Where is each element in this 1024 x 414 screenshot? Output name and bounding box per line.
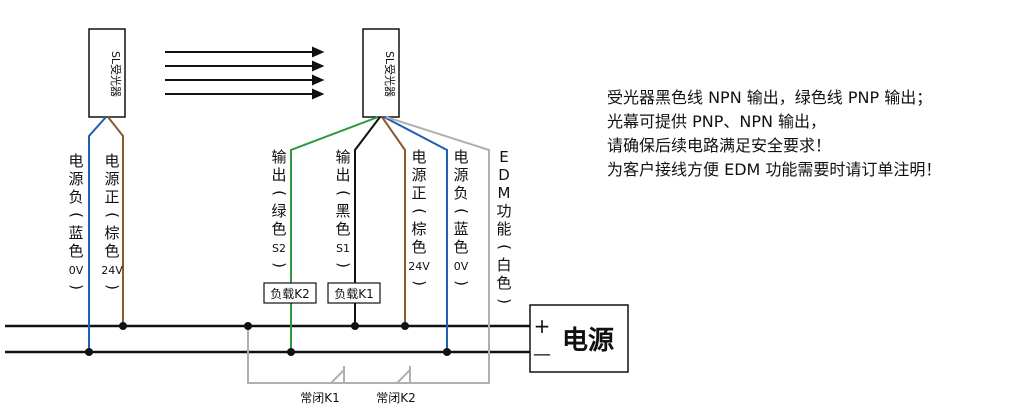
- wire-label-color: 色: [496, 274, 511, 292]
- wire-label-main: 电: [68, 152, 83, 170]
- wire-label-main: 源: [453, 166, 468, 184]
- wire-label-main: 源: [104, 170, 119, 188]
- wire-label-main: 电: [411, 148, 426, 166]
- wire-label-color: 蓝: [453, 220, 468, 238]
- wire-label-voltage: 0V: [454, 260, 469, 273]
- wire-label-paren: ): [271, 262, 289, 268]
- wire-label-main: 源: [68, 170, 83, 188]
- load-k1: 负载K1: [327, 282, 381, 304]
- contact-k1-label: 常闭K1: [300, 391, 340, 405]
- wire-right-blue: [383, 116, 448, 352]
- wire-label-color: 棕: [104, 224, 119, 242]
- wire-label-main: 出: [335, 166, 350, 184]
- nc-contact-k2: [396, 366, 411, 384]
- nc-contact-k1: [330, 366, 345, 384]
- receiver-right: SL受光器: [362, 28, 400, 118]
- wire-label-main: 输: [335, 148, 350, 166]
- wire-label-main: 负: [68, 188, 83, 206]
- power-minus: —: [533, 344, 551, 365]
- wire-label-voltage: 0V: [69, 264, 84, 277]
- note-line-4: 为客户接线方便 EDM 功能需要时请订单注明！: [607, 160, 941, 179]
- wire-label-color: 棕: [411, 220, 426, 238]
- wire-label-main: 能: [496, 220, 511, 238]
- junction-dots: [85, 322, 451, 356]
- wire-label-main: D: [498, 166, 510, 184]
- load-k2-label: 负载K2: [270, 287, 310, 301]
- wire-label-paren: (: [104, 212, 122, 218]
- wire-label-main: 负: [453, 184, 468, 202]
- label-left-pos: 电源正 ( 棕色 24V): [101, 152, 123, 290]
- wire-label-paren: (: [271, 190, 289, 196]
- wire-label-main: E: [499, 148, 508, 166]
- wire-label-main: 电: [453, 148, 468, 166]
- wire-right-brown: [381, 116, 406, 326]
- wire-edm-white: [247, 116, 490, 384]
- wire-label-main: 输: [271, 148, 286, 166]
- wire-label-color: 绿: [271, 202, 286, 220]
- light-arrows: [165, 46, 325, 100]
- power-plus: +: [534, 314, 551, 338]
- label-right-black: 输出 ( 黑色 S1): [335, 148, 353, 268]
- wire-label-paren: (: [453, 208, 471, 214]
- wire-label-tag: S1: [336, 242, 350, 255]
- wire-label-color: 色: [68, 242, 83, 260]
- wire-label-tag: S2: [272, 242, 286, 255]
- wire-label-main: 正: [104, 188, 119, 206]
- wire-label-color: 色: [271, 220, 286, 238]
- wire-label-main: M: [498, 184, 511, 202]
- wire-label-paren: ): [335, 262, 353, 268]
- note-line-2: 光幕可提供 PNP、NPN 输出，: [607, 112, 826, 131]
- wire-label-color: 色: [335, 220, 350, 238]
- wire-label-paren: (: [68, 212, 86, 218]
- label-right-brown: 电源正 ( 棕色 24V): [408, 148, 430, 286]
- wire-label-paren: ): [411, 280, 429, 286]
- wire-label-paren: ): [104, 284, 122, 290]
- label-left-neg: 电源负 ( 蓝色 0V): [68, 152, 86, 290]
- wire-label-paren: (: [496, 244, 514, 250]
- wire-label-main: 功: [496, 202, 511, 220]
- load-k1-label: 负载K1: [334, 287, 374, 301]
- label-right-blue: 电源负 ( 蓝色 0V): [453, 148, 471, 286]
- wire-label-voltage: 24V: [101, 264, 123, 277]
- receiver-right-label: SL受光器: [383, 51, 397, 97]
- wire-label-color: 白: [496, 256, 511, 274]
- wire-label-color: 色: [104, 242, 119, 260]
- wire-label-paren: ): [453, 280, 471, 286]
- wire-left-blue: [88, 116, 107, 352]
- wire-label-main: 正: [411, 184, 426, 202]
- power-label: 电源: [562, 326, 614, 356]
- wire-label-paren: ): [496, 298, 514, 304]
- wire-label-main: 源: [411, 166, 426, 184]
- wire-label-paren: (: [411, 208, 429, 214]
- wire-label-color: 黑: [335, 202, 350, 220]
- load-k2: 负载K2: [263, 282, 317, 304]
- wire-label-voltage: 24V: [408, 260, 430, 273]
- wire-label-color: 色: [411, 238, 426, 256]
- wire-label-main: 出: [271, 166, 286, 184]
- contact-k2-label: 常闭K2: [376, 391, 416, 405]
- wire-right-black: [354, 116, 381, 326]
- receiver-left: SL受光器: [88, 28, 126, 118]
- wire-label-main: 电: [104, 152, 119, 170]
- wire-left-brown: [107, 116, 124, 326]
- receiver-left-label: SL受光器: [109, 51, 123, 97]
- label-right-green: 输出 ( 绿色 S2): [271, 148, 289, 268]
- note-line-1: 受光器黑色线 NPN 输出，绿色线 PNP 输出；: [607, 88, 932, 107]
- wire-label-color: 蓝: [68, 224, 83, 242]
- wire-label-color: 色: [453, 238, 468, 256]
- notes-block: 受光器黑色线 NPN 输出，绿色线 PNP 输出； 光幕可提供 PNP、NPN …: [607, 88, 941, 179]
- wire-label-paren: (: [335, 190, 353, 196]
- wire-label-paren: ): [68, 284, 86, 290]
- note-line-3: 请确保后续电路满足安全要求！: [607, 136, 831, 155]
- power-supply: + — 电源: [529, 304, 629, 373]
